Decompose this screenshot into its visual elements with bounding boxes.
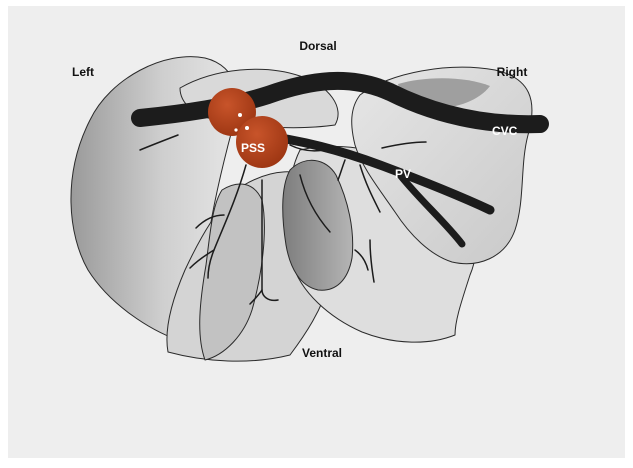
label-cvc: CVC	[492, 124, 518, 138]
label-pss: PSS	[241, 141, 265, 155]
label-ventral: Ventral	[302, 346, 342, 360]
shunt-marker	[245, 126, 249, 130]
shunt-marker	[234, 128, 237, 131]
shunt-marker	[238, 113, 242, 117]
label-pv: PV	[395, 167, 411, 181]
label-right: Right	[497, 65, 528, 79]
label-left: Left	[72, 65, 94, 79]
label-dorsal: Dorsal	[299, 39, 336, 53]
